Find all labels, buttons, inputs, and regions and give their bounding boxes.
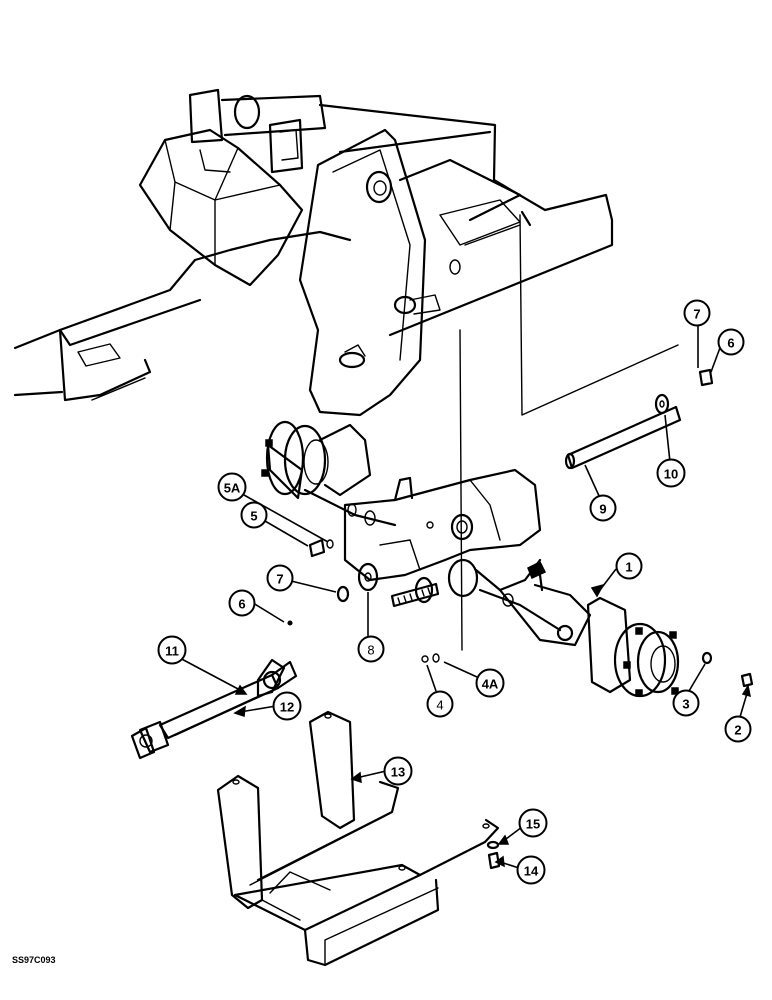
callout-label: 4A xyxy=(482,677,499,692)
callout-11: 11 xyxy=(157,635,187,665)
callout-label: 14 xyxy=(524,864,539,879)
callout-7-left: 7 xyxy=(266,564,294,592)
callout-label: 4 xyxy=(436,698,443,713)
callout-2: 2 xyxy=(724,715,752,743)
callout-label: 10 xyxy=(664,467,678,482)
pivot-pin xyxy=(564,368,714,470)
callout-label: 1 xyxy=(625,560,632,575)
callout-label: 6 xyxy=(238,597,245,612)
callout-label: 12 xyxy=(280,700,294,715)
callout-label: 5 xyxy=(250,509,257,524)
drawing-code: SS97C093 xyxy=(12,955,56,965)
callout-5a: 5A xyxy=(217,472,247,502)
callout-12: 12 xyxy=(272,691,302,721)
callout-label: 11 xyxy=(165,644,179,659)
callout-15: 15 xyxy=(518,808,548,838)
loader-frame xyxy=(13,88,679,651)
callout-label: 2 xyxy=(734,723,741,738)
callout-label: 15 xyxy=(526,817,540,832)
callout-5: 5 xyxy=(240,501,268,529)
callout-10: 10 xyxy=(656,458,686,488)
callout-label: 3 xyxy=(682,697,689,712)
callout-7-right: 7 xyxy=(683,299,711,327)
front-axle-assembly xyxy=(261,420,680,698)
callout-9: 9 xyxy=(589,494,617,522)
callout-label: 6 xyxy=(727,336,734,351)
hardware-small-parts xyxy=(287,538,754,870)
guard-skid-plate xyxy=(216,710,500,967)
driveshaft xyxy=(130,658,298,760)
callout-6-right: 6 xyxy=(717,328,745,356)
callout-1: 1 xyxy=(615,552,643,580)
callout-8: 8 xyxy=(357,635,385,663)
callout-4: 4 xyxy=(426,690,454,718)
callout-4a: 4A xyxy=(475,668,505,698)
callout-label: 13 xyxy=(391,765,405,780)
callout-6-left: 6 xyxy=(228,589,256,617)
callout-3: 3 xyxy=(672,689,700,717)
callout-label: 7 xyxy=(276,572,283,587)
callout-label: 7 xyxy=(693,307,700,322)
callout-13: 13 xyxy=(383,756,413,786)
callout-label: 5A xyxy=(224,481,241,496)
callout-14: 14 xyxy=(516,855,546,885)
callout-label: 9 xyxy=(599,502,606,517)
callout-label: 8 xyxy=(367,643,374,658)
